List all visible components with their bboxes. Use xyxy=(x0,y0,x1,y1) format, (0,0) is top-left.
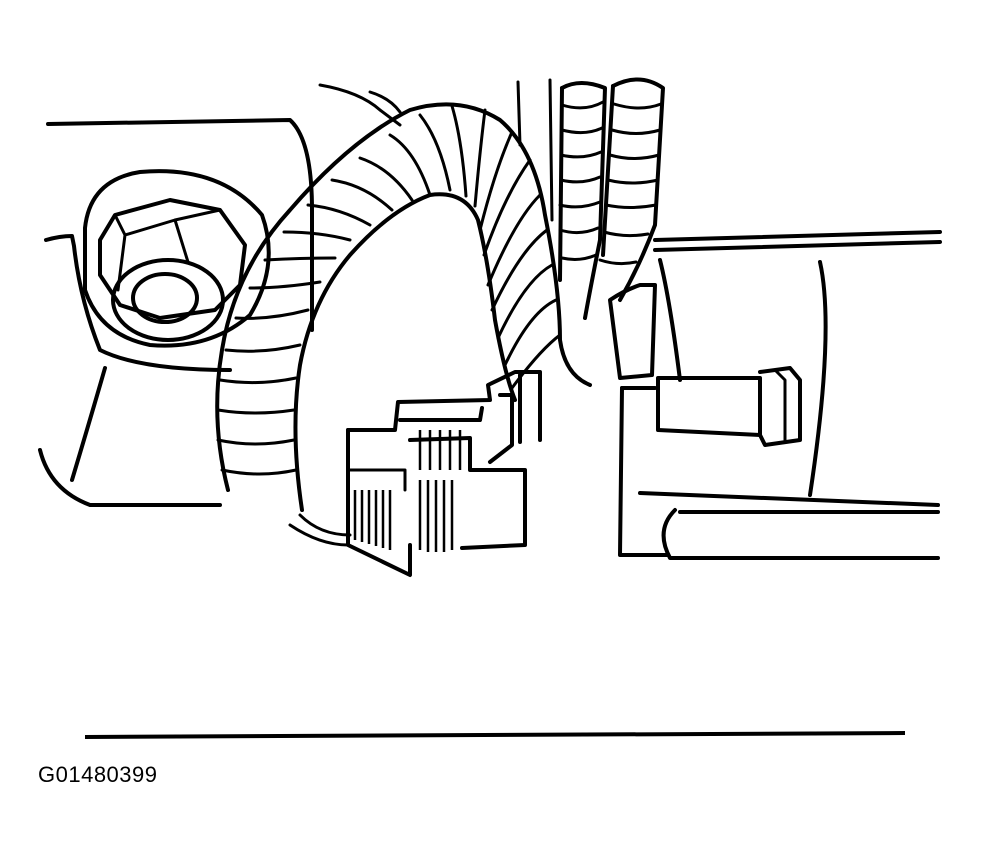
housing-right xyxy=(608,230,942,560)
figure-id-label: G01480399 xyxy=(38,762,158,787)
wiring-conduits-vertical xyxy=(558,77,665,320)
hex-nut xyxy=(83,169,271,348)
wiring-harness-main xyxy=(215,102,592,512)
electrical-connector xyxy=(288,370,542,577)
baseline-rule xyxy=(84,731,906,739)
